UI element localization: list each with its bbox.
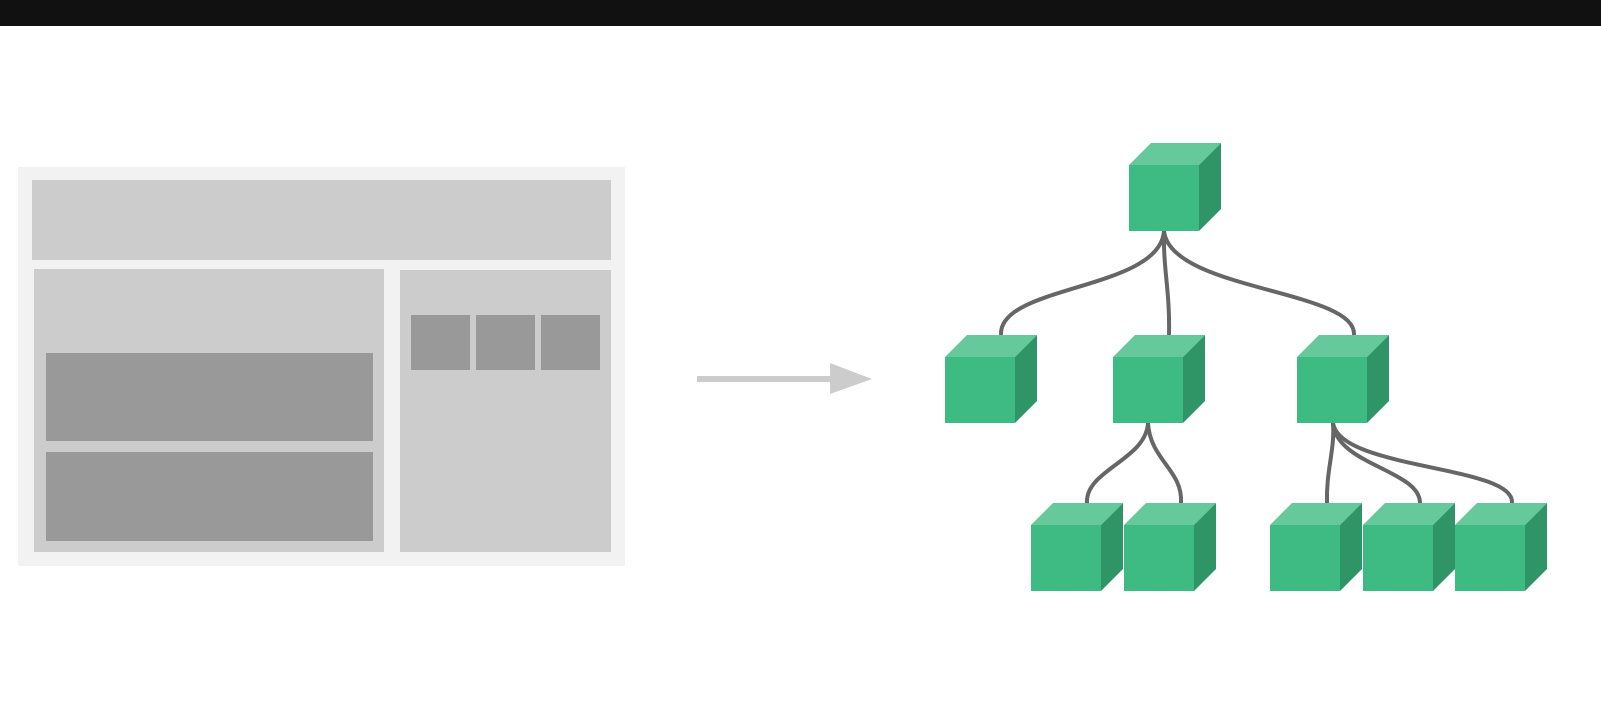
cube-front-face	[1129, 165, 1199, 231]
cube-front-face	[1124, 525, 1194, 591]
connector-root-child-1	[1001, 231, 1164, 334]
tree-nodes	[945, 143, 1547, 591]
component-node-child-3-1	[1270, 503, 1362, 591]
connector-root-child-3	[1164, 231, 1354, 334]
component-node-child-3-2	[1363, 503, 1455, 591]
cube-front-face	[1455, 525, 1525, 591]
tree-connectors	[1001, 231, 1512, 503]
connector-child-3-child-3-3	[1333, 423, 1512, 503]
cube-front-face	[1270, 525, 1340, 591]
connector-child-2-child-2-1	[1087, 423, 1148, 503]
component-node-child-2-1	[1031, 503, 1123, 591]
cube-front-face	[945, 357, 1015, 423]
component-node-child-1	[945, 335, 1037, 423]
component-node-child-3	[1297, 335, 1389, 423]
component-node-root	[1129, 143, 1221, 231]
component-node-child-2-2	[1124, 503, 1216, 591]
component-node-child-2	[1113, 335, 1205, 423]
connector-child-3-child-3-1	[1327, 423, 1333, 503]
cube-front-face	[1113, 357, 1183, 423]
cube-front-face	[1031, 525, 1101, 591]
component-node-child-3-3	[1455, 503, 1547, 591]
cube-front-face	[1363, 525, 1433, 591]
cube-front-face	[1297, 357, 1367, 423]
connector-child-2-child-2-2	[1148, 423, 1181, 503]
